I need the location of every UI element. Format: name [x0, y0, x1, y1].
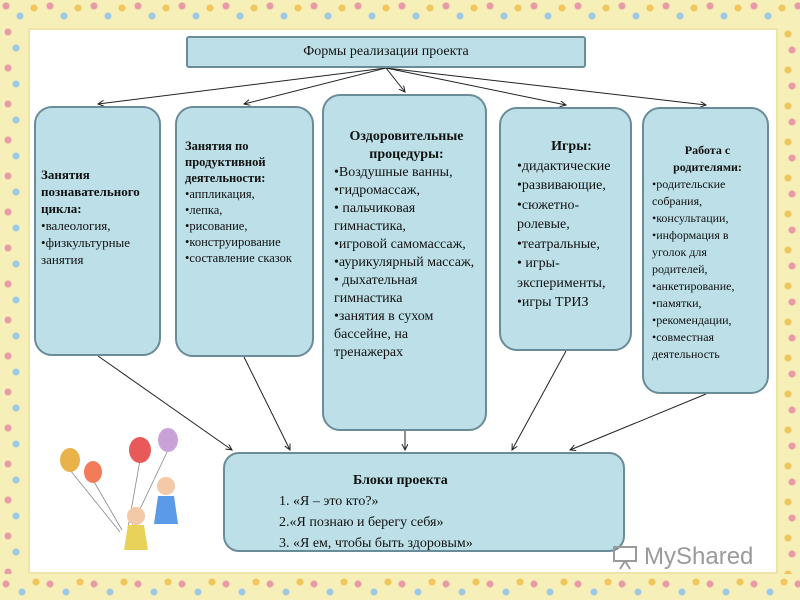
list-item: информация в уголок для родителей, — [652, 227, 763, 278]
list-item: рисование, — [185, 218, 308, 234]
list-item: пальчиковая гимнастика, — [334, 200, 479, 236]
list-item: сюжетно-ролевые, — [517, 196, 626, 235]
list-item: анкетирование, — [652, 278, 763, 295]
node-title: Занятия по продуктивной деятельности: — [185, 139, 266, 185]
decorative-border-left — [0, 26, 26, 574]
node-parents-work: Работа с родителями: родительские собран… — [642, 107, 769, 394]
watermark-logo: MyShared — [612, 540, 772, 574]
list-item: рекомендации, — [652, 312, 763, 329]
node-title: Блоки проекта — [353, 473, 448, 488]
list-item: занятия в сухом бассейне, на тренажерах — [334, 308, 479, 362]
node-games: Игры: дидактические развивающие, сюжетно… — [499, 107, 632, 351]
children-with-balloons-illustration — [60, 428, 178, 550]
list-item: составление сказок — [185, 250, 308, 266]
list-item: игровой самомассаж, — [334, 236, 479, 254]
presentation-board-icon — [613, 546, 637, 570]
list-item: физкультурные занятия — [41, 234, 155, 268]
node-project-blocks: Блоки проекта 1. «Я – это кто?» 2.«Я поз… — [223, 452, 625, 552]
node-title: Оздоровительные процедуры: — [349, 129, 464, 162]
list-item: дидактические — [517, 157, 626, 177]
list-item: гидромассаж, — [334, 182, 479, 200]
node-cognitive-classes: Занятия познавательного цикла: валеологи… — [34, 106, 161, 356]
list-item: игры-эксперименты, — [517, 254, 626, 293]
list-item: театральные, — [517, 235, 626, 255]
list-item: 2.«Я познаю и берегу себя» — [279, 515, 444, 530]
node-title: Занятия познавательного цикла: — [41, 167, 140, 216]
list-item: 3. «Я ем, чтобы быть здоровым» — [279, 536, 473, 551]
list-item: памятки, — [652, 295, 763, 312]
list-item: развивающие, — [517, 176, 626, 196]
node-title: Игры: — [551, 139, 592, 154]
decorative-border-top — [0, 0, 800, 26]
list-item: родительские собрания, — [652, 176, 763, 210]
list-item: 1. «Я – это кто?» — [279, 494, 379, 509]
list-item: конструирование — [185, 234, 308, 250]
watermark-text: MyShared — [644, 543, 754, 570]
list-item: аппликация, — [185, 186, 308, 202]
list-item: игры ТРИЗ — [517, 293, 626, 313]
list-item: консультации, — [652, 210, 763, 227]
node-title: Работа с родителями: — [673, 143, 742, 174]
root-node: Формы реализации проекта — [186, 36, 586, 68]
decorative-border-right — [778, 26, 800, 574]
list-item: аурикулярный массаж, — [334, 254, 479, 272]
list-item: совместная деятельность — [652, 329, 763, 363]
list-item: дыхательная гимнастика — [334, 272, 479, 308]
decorative-border-bottom — [0, 574, 800, 600]
list-item: валеология, — [41, 217, 155, 234]
list-item: лепка, — [185, 202, 308, 218]
root-node-title: Формы реализации проекта — [303, 44, 469, 59]
node-health-procedures: Оздоровительные процедуры: Воздушные ван… — [322, 94, 487, 431]
node-productive-activity: Занятия по продуктивной деятельности: ап… — [175, 106, 314, 357]
list-item: Воздушные ванны, — [334, 164, 479, 182]
